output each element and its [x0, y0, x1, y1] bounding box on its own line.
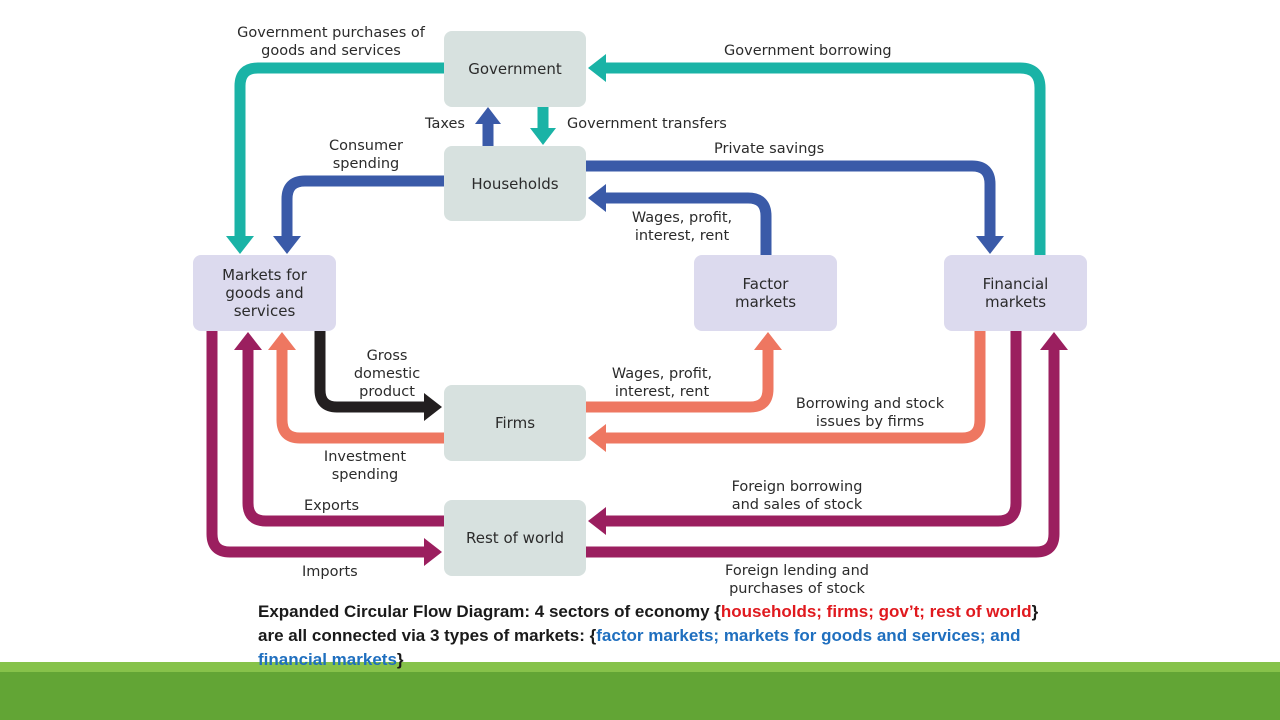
imports-label: Imports: [302, 564, 358, 580]
government-box: Government: [444, 31, 586, 107]
investment-spending-arrow: [276, 348, 444, 444]
caption-intro: Expanded Circular Flow Diagram: 4 sector…: [258, 602, 721, 621]
factor-markets-box: Factor markets: [694, 255, 837, 331]
footer-band-light: [0, 662, 1280, 672]
rest-of-world-box: Rest of world: [444, 500, 586, 576]
wages-firms-arrowhead: [754, 332, 782, 350]
gov-purchases-arrowhead: [226, 236, 254, 254]
borrowing-stock-arrowhead: [588, 424, 606, 452]
firms-box: Firms: [444, 385, 586, 461]
private-savings-arrowhead: [976, 236, 1004, 254]
gov-purchases-arrow: [234, 62, 444, 238]
gov-borrowing-arrowhead: [588, 54, 606, 82]
foreign-lending-arrowhead: [1040, 332, 1068, 350]
taxes-arrowhead: [475, 107, 501, 124]
taxes-label: Taxes: [425, 116, 465, 132]
gdp-label: Gross domestic product: [353, 348, 421, 400]
consumer-spending-arrowhead: [273, 236, 301, 254]
gdp-arrow: [314, 331, 426, 413]
caption-markets: factor markets; markets for goods and se…: [258, 626, 1021, 669]
foreign-borrowing-arrowhead: [588, 507, 606, 535]
caption-sectors: households; firms; gov’t; rest of world: [720, 602, 1032, 621]
borrowing-stock-arrow: [604, 331, 986, 444]
foreign-lending-label: Foreign lending and purchases of stock: [725, 563, 869, 597]
gov-borrowing-label: Government borrowing: [724, 43, 892, 59]
gov-borrowing-arrow: [604, 62, 1046, 255]
wages-firms-arrow: [585, 348, 774, 413]
caption-end: }: [396, 650, 404, 669]
gov-transfers-label: Government transfers: [567, 116, 727, 132]
exports-arrowhead: [234, 332, 262, 350]
exports-arrow: [242, 348, 444, 527]
consumer-spending-label: Consumer spending: [329, 138, 403, 172]
financial-markets-box: Financial markets: [944, 255, 1087, 331]
wages-households-arrow: [604, 192, 772, 255]
borrowing-stock-label: Borrowing and stock issues by firms: [795, 396, 945, 430]
foreign-borrowing-arrow: [604, 331, 1022, 527]
wages-households-label: Wages, profit, interest, rent: [631, 210, 733, 244]
wages-firms-label: Wages, profit, interest, rent: [611, 366, 713, 400]
gdp-arrowhead: [424, 393, 442, 421]
investment-spending-arrowhead: [268, 332, 296, 350]
households-box: Households: [444, 146, 586, 221]
caption-middle: } are all connected via 3 types of marke…: [258, 602, 1039, 645]
foreign-borrowing-label: Foreign borrowing and sales of stock: [731, 479, 863, 513]
private-savings-label: Private savings: [714, 141, 825, 157]
consumer-spending-arrow: [281, 175, 444, 238]
gov-transfers-arrowhead: [530, 128, 556, 145]
imports-arrow: [206, 331, 426, 558]
foreign-lending-arrow: [585, 348, 1060, 558]
diagram-caption: Expanded Circular Flow Diagram: 4 sector…: [258, 600, 1058, 672]
investment-spending-label: Investment spending: [323, 449, 407, 483]
footer-band: [0, 672, 1280, 720]
imports-arrowhead: [424, 538, 442, 566]
wages-households-arrowhead: [588, 184, 606, 212]
markets-goods-services-box: Markets for goods and services: [193, 255, 336, 331]
private-savings-arrow: [585, 160, 996, 238]
exports-label: Exports: [304, 498, 360, 514]
gov-purchases-label: Government purchases of goods and servic…: [237, 25, 425, 59]
